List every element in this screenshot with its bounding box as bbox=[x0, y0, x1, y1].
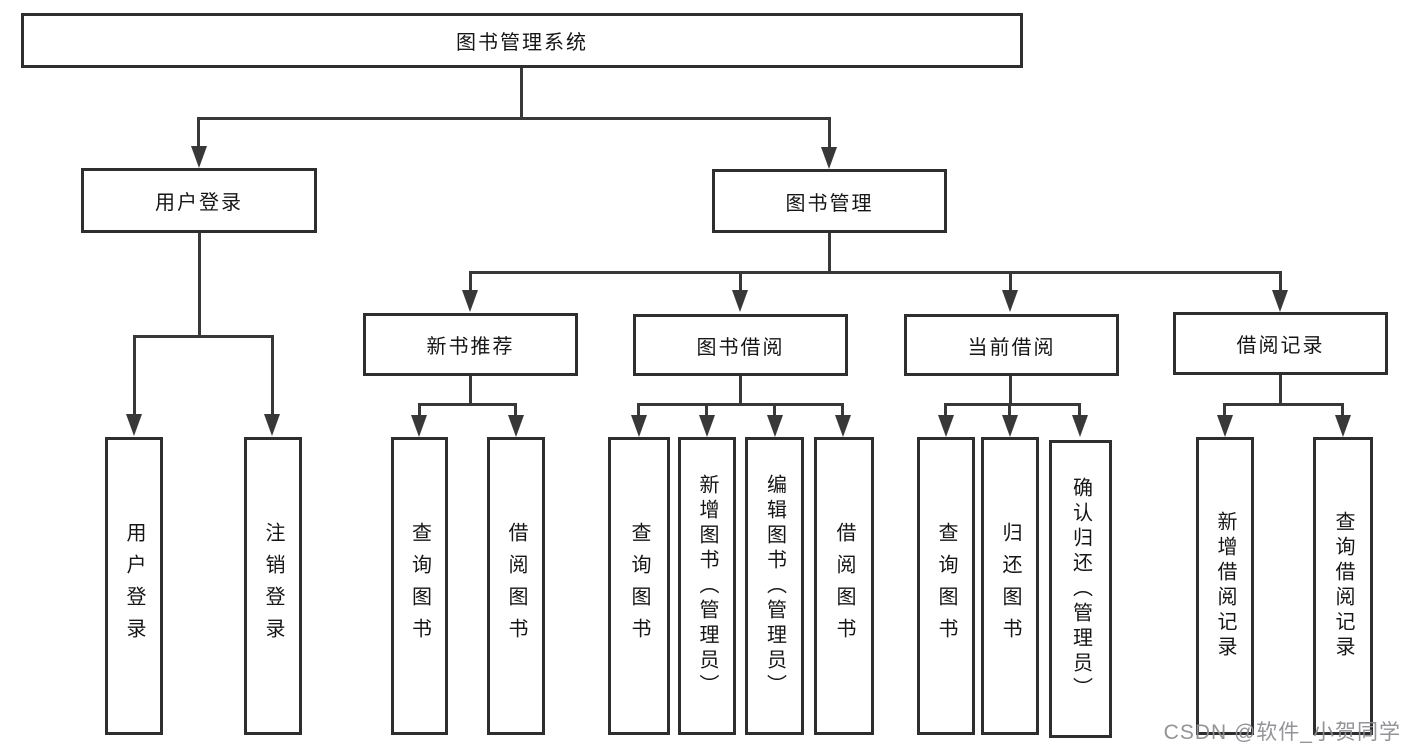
arrow-down-icon bbox=[938, 415, 954, 437]
arrow-down-icon bbox=[699, 415, 715, 437]
connector-line bbox=[705, 403, 708, 417]
leaf-records-add-record-label: 新增借阅记录 bbox=[1214, 511, 1236, 661]
leaf-newbook-query-books: 查询图书 bbox=[391, 437, 448, 735]
connector-line bbox=[773, 403, 776, 417]
leaf-borrow-edit-books-admin: 编辑图书（管理员） bbox=[745, 437, 804, 735]
connector-line bbox=[1008, 403, 1011, 417]
node-borrow-records-label: 借阅记录 bbox=[1236, 335, 1325, 357]
leaf-borrow-edit-books-admin-label: 编辑图书（管理员） bbox=[763, 473, 786, 699]
connector-line bbox=[197, 117, 200, 147]
leaf-current-confirm-return-admin: 确认归还（管理员） bbox=[1049, 440, 1112, 738]
arrow-down-icon bbox=[1272, 290, 1288, 312]
leaf-borrow-add-books-admin-label: 新增图书（管理员） bbox=[696, 473, 718, 699]
connector-line bbox=[944, 403, 1080, 406]
arrow-down-icon bbox=[767, 415, 783, 437]
leaf-logout: 注销登录 bbox=[244, 437, 302, 735]
leaf-newbook-query-books-label: 查询图书 bbox=[408, 522, 431, 650]
connector-line bbox=[1223, 403, 1344, 406]
arrow-down-icon bbox=[264, 414, 280, 436]
connector-line bbox=[198, 117, 831, 120]
arrow-down-icon bbox=[411, 415, 427, 437]
connector-line bbox=[637, 403, 844, 406]
leaf-borrow-query-books-label: 查询图书 bbox=[628, 522, 650, 650]
leaf-records-query-record: 查询借阅记录 bbox=[1313, 437, 1373, 735]
node-root: 图书管理系统 bbox=[21, 13, 1023, 68]
node-book-borrow: 图书借阅 bbox=[633, 314, 848, 376]
connector-line bbox=[133, 335, 274, 338]
connector-line bbox=[1223, 403, 1226, 417]
node-book-borrow-label: 图书借阅 bbox=[696, 336, 785, 359]
connector-line bbox=[418, 403, 517, 406]
connector-line bbox=[739, 271, 742, 292]
leaf-logout-label: 注销登录 bbox=[262, 522, 284, 650]
connector-line bbox=[1341, 403, 1344, 417]
connector-line bbox=[198, 233, 201, 337]
connector-line bbox=[828, 117, 831, 148]
leaf-records-add-record: 新增借阅记录 bbox=[1196, 437, 1254, 735]
connector-line bbox=[1279, 271, 1282, 292]
connector-line bbox=[271, 335, 274, 416]
leaf-user-login-label: 用户登录 bbox=[123, 522, 145, 650]
node-book-management: 图书管理 bbox=[712, 169, 947, 233]
leaf-user-login: 用户登录 bbox=[105, 437, 163, 735]
node-user-login-label: 用户登录 bbox=[155, 192, 243, 214]
arrow-down-icon bbox=[1217, 415, 1233, 437]
leaf-newbook-borrow-books-label: 借阅图书 bbox=[505, 522, 527, 650]
connector-line bbox=[469, 271, 472, 292]
leaf-current-return-books-label: 归还图书 bbox=[999, 522, 1021, 650]
arrow-down-icon bbox=[835, 415, 851, 437]
connector-line bbox=[944, 403, 947, 417]
leaf-borrow-add-books-admin: 新增图书（管理员） bbox=[678, 437, 736, 735]
arrow-down-icon bbox=[732, 290, 748, 312]
leaf-current-confirm-return-admin-label: 确认归还（管理员） bbox=[1069, 476, 1092, 702]
leaf-newbook-borrow-books: 借阅图书 bbox=[487, 437, 545, 735]
connector-line bbox=[418, 403, 421, 417]
connector-line bbox=[1078, 403, 1081, 417]
node-current-borrow-label: 当前借阅 bbox=[967, 336, 1056, 359]
arrow-down-icon bbox=[191, 146, 207, 168]
connector-line bbox=[828, 233, 831, 273]
leaf-records-query-record-label: 查询借阅记录 bbox=[1332, 511, 1354, 661]
connector-line bbox=[637, 403, 640, 417]
connector-line bbox=[469, 271, 1281, 274]
connector-line bbox=[1279, 375, 1282, 406]
leaf-current-return-books: 归还图书 bbox=[981, 437, 1039, 735]
connector-line bbox=[520, 68, 523, 120]
connector-line bbox=[1009, 271, 1012, 292]
node-root-label: 图书管理系统 bbox=[456, 32, 588, 54]
arrow-down-icon bbox=[821, 147, 837, 169]
arrow-down-icon bbox=[462, 290, 478, 312]
connector-line bbox=[841, 403, 844, 417]
node-user-login: 用户登录 bbox=[81, 168, 317, 233]
node-current-borrow: 当前借阅 bbox=[904, 314, 1119, 376]
leaf-current-query-books: 查询图书 bbox=[917, 437, 975, 735]
connector-line bbox=[739, 376, 742, 406]
arrow-down-icon bbox=[508, 415, 524, 437]
leaf-borrow-borrow-books: 借阅图书 bbox=[814, 437, 874, 735]
leaf-borrow-borrow-books-label: 借阅图书 bbox=[833, 522, 855, 650]
arrow-down-icon bbox=[631, 415, 647, 437]
node-new-book-recommend-label: 新书推荐 bbox=[426, 336, 515, 358]
connector-line bbox=[1009, 376, 1012, 406]
arrow-down-icon bbox=[1002, 415, 1018, 437]
leaf-current-query-books-label: 查询图书 bbox=[935, 522, 957, 650]
node-book-management-label: 图书管理 bbox=[785, 192, 874, 215]
arrow-down-icon bbox=[1002, 290, 1018, 312]
connector-line bbox=[514, 403, 517, 417]
leaf-borrow-query-books: 查询图书 bbox=[608, 437, 670, 735]
connector-line bbox=[469, 376, 472, 406]
node-borrow-records: 借阅记录 bbox=[1173, 312, 1388, 375]
arrow-down-icon bbox=[1072, 415, 1088, 437]
csdn-watermark: CSDN @软件_小贺同学 bbox=[1163, 721, 1401, 744]
arrow-down-icon bbox=[126, 414, 142, 436]
connector-line bbox=[133, 335, 136, 416]
arrow-down-icon bbox=[1335, 415, 1351, 437]
node-new-book-recommend: 新书推荐 bbox=[363, 313, 578, 376]
